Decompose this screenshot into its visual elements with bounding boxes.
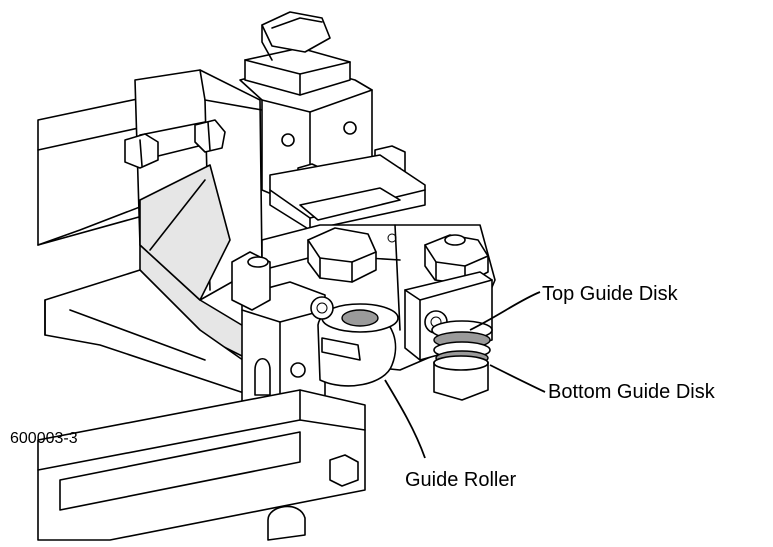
long-bolt [124, 119, 226, 169]
guide-roller-label: Guide Roller [405, 469, 517, 491]
figure-code: 600003-3 [10, 430, 78, 447]
guide-roller [310, 296, 399, 387]
center-hex-nut [307, 227, 377, 283]
clamp-plate [269, 154, 426, 231]
bottom-guide-disk-leader [489, 364, 546, 393]
bottom-channel [37, 389, 366, 541]
top-guide-disk-label: Top Guide Disk [542, 283, 679, 305]
side-fitting [231, 251, 271, 311]
leader-lines [384, 291, 546, 459]
guide-disks [431, 320, 493, 401]
base-bracket [44, 164, 251, 396]
roller-clamp-block [241, 281, 326, 421]
top-guide-disk-leader [469, 291, 541, 331]
right-hex-nut [424, 234, 489, 285]
guide-roller-leader [384, 379, 426, 459]
bottom-guide-disk-label: Bottom Guide Disk [548, 381, 716, 403]
